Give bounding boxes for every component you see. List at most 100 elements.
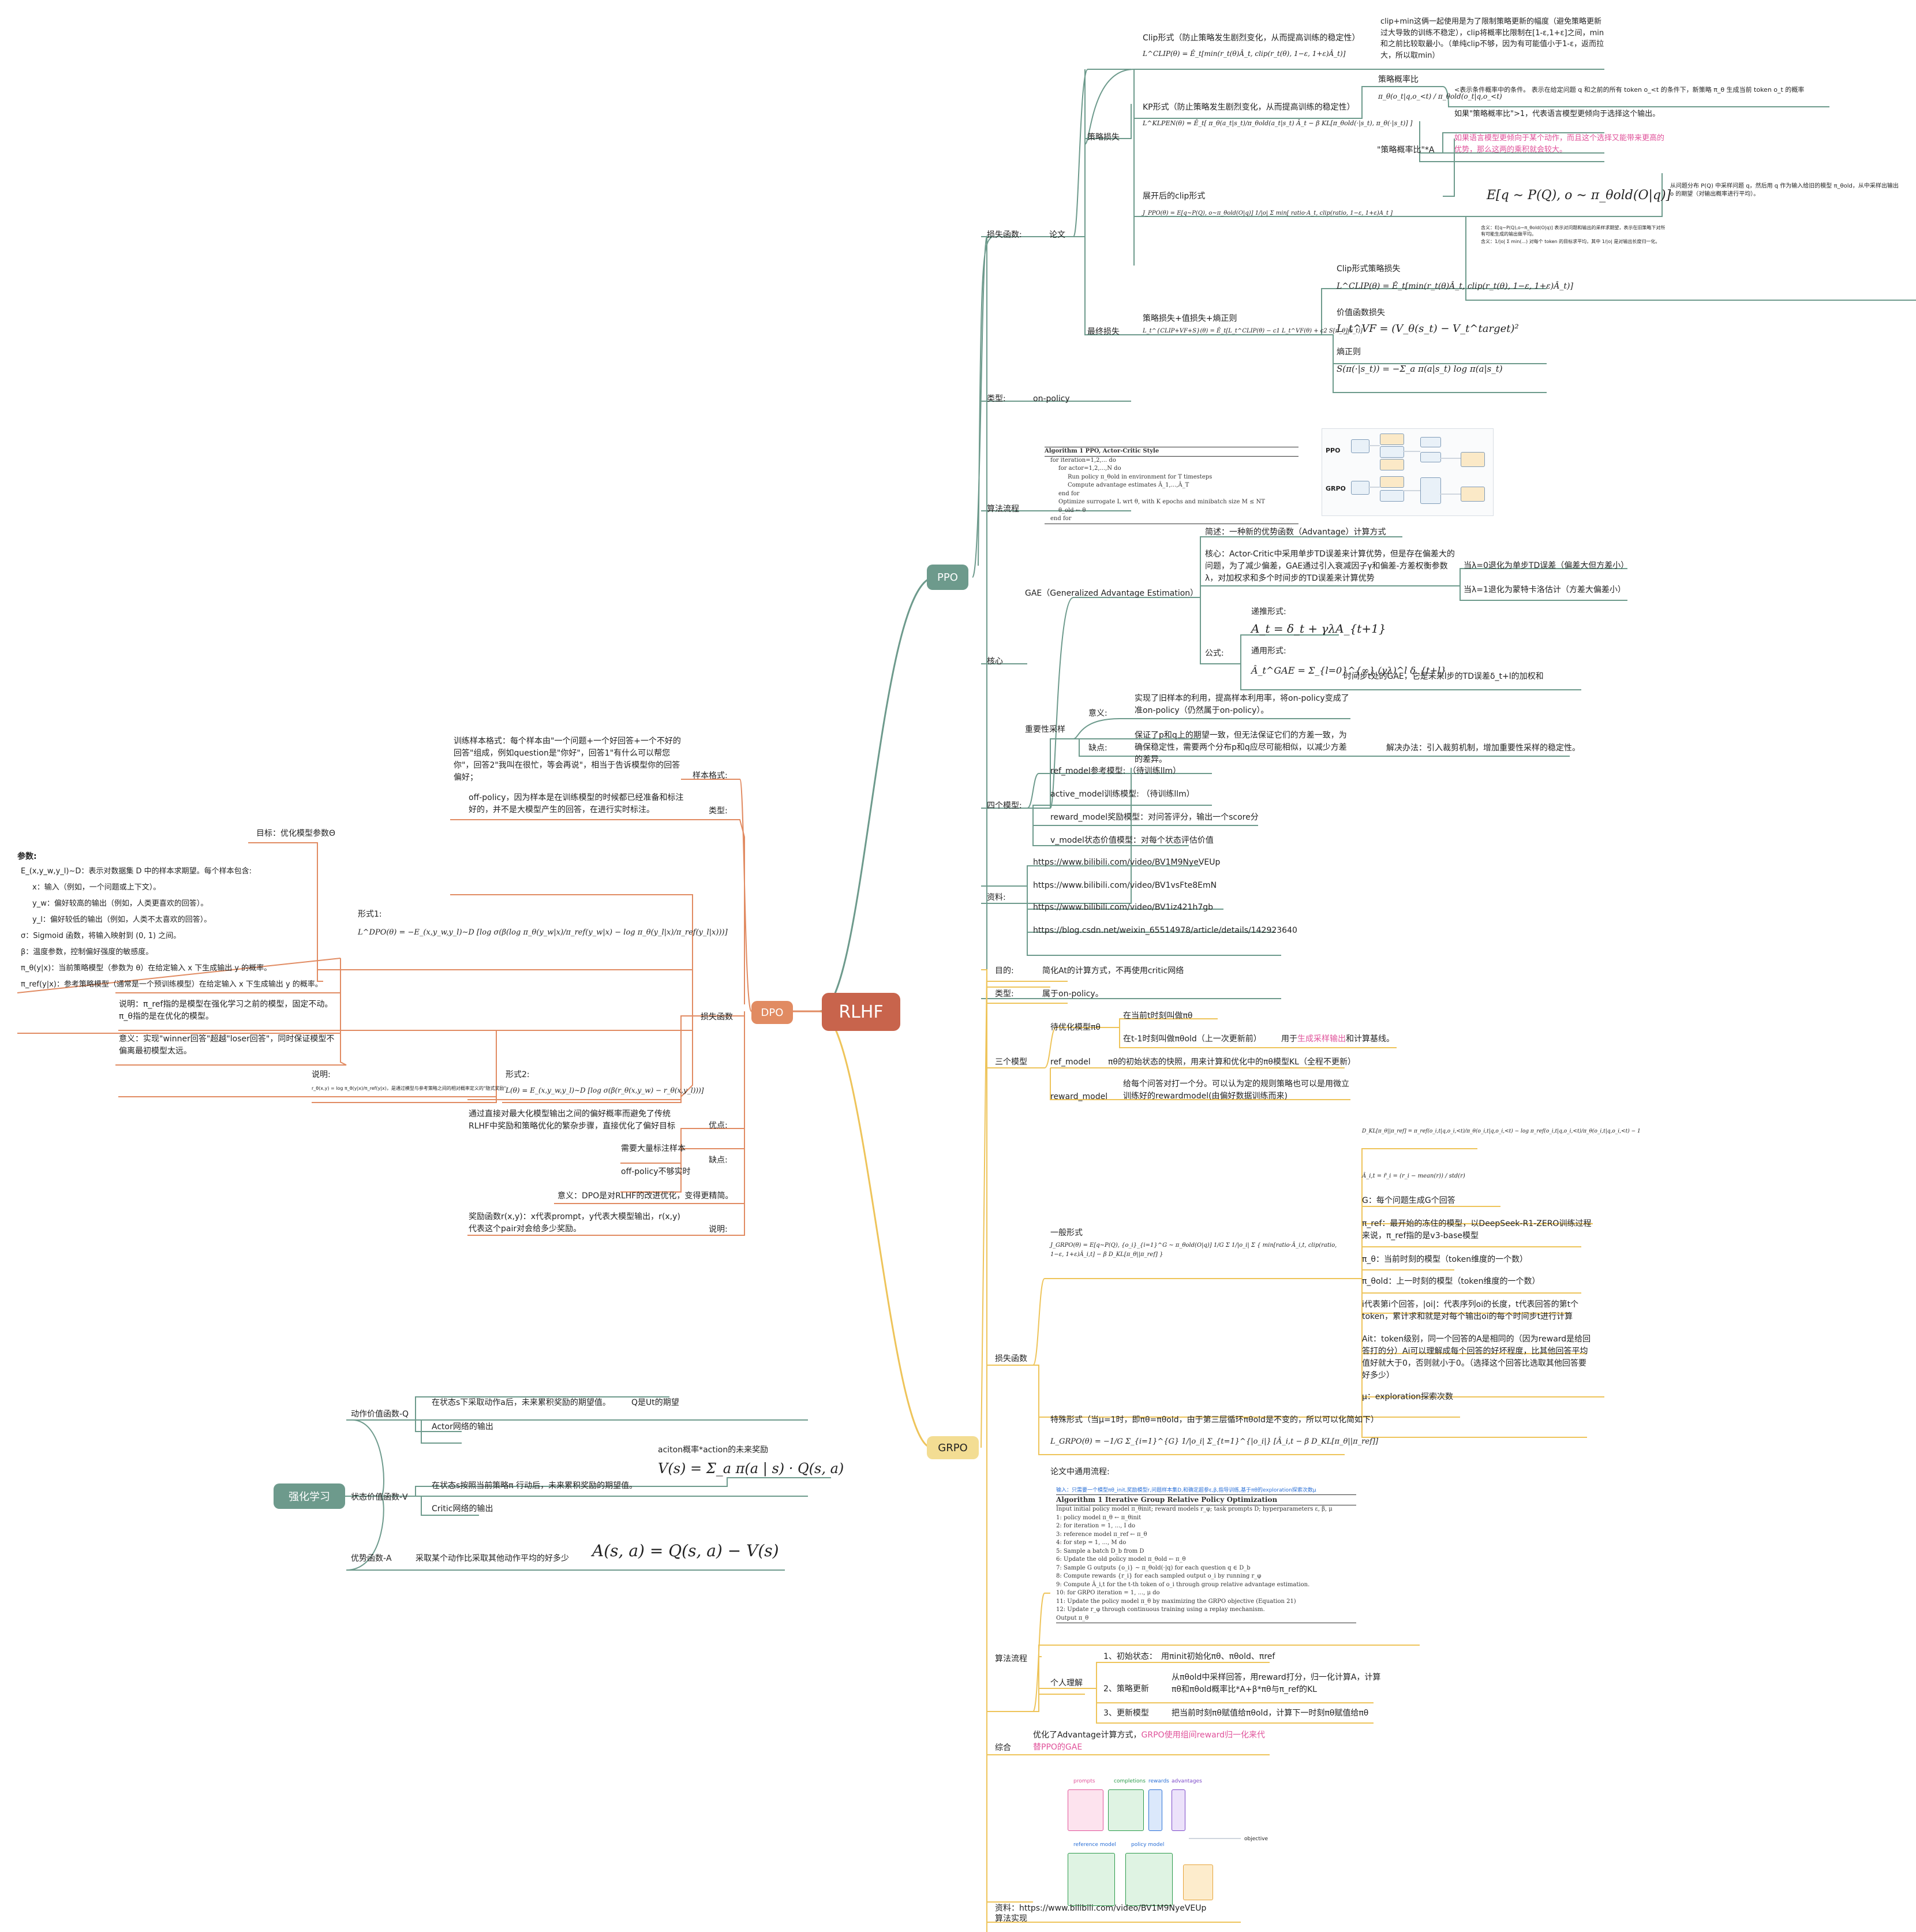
- grpo-old: 在t-1时刻叫做πθold（上一次更新前）: [1123, 1034, 1262, 1044]
- rl-v-formula: V(s) = Σ_a π(a | s) · Q(s, a): [658, 1460, 844, 1477]
- ppo-expect-formula: E[q ∼ P(Q), o ∼ π_θold(O|q)]: [1487, 188, 1671, 203]
- ppo-clip-loss-label: Clip形式策略损失: [1337, 264, 1401, 274]
- grpo-algo-line: 1: policy model π_θ ← π_θinit: [1056, 1514, 1142, 1521]
- ppo-expect-note: 从问题分布 P(Q) 中采样问题 q，然后用 q 作为输入给旧的模型 π_θol…: [1670, 183, 1899, 197]
- ppo-clip-title: Clip形式（防止策略发生剧烈变化，从而提高训练的稳定性）: [1143, 33, 1360, 43]
- ppo-ref-link[interactable]: https://www.bilibili.com/video/BV1vsFte8…: [1033, 881, 1217, 890]
- ppo-algo-line: θ_old ← θ: [1058, 507, 1086, 514]
- ppo-general-label: 通用形式:: [1251, 647, 1286, 656]
- fig-box: [1351, 481, 1369, 495]
- dpo-note: 奖励函数r(x,y)：x代表prompt，y代表大模型输出，r(x,y)代表这个…: [469, 1212, 680, 1234]
- ppo-algo-box: Algorithm 1 PPO, Actor-Critic Style for …: [1045, 447, 1298, 524]
- grpo-general-label: 一般形式: [1050, 1228, 1083, 1238]
- dpo-param-item: y_l：偏好较低的输出（例如，人类不太喜欢的回答）。: [32, 915, 212, 924]
- impl-fig-label: policy model: [1131, 1842, 1165, 1848]
- grpo-algo-line: Algorithm 1 Iterative Group Relative Pol…: [1056, 1494, 1356, 1506]
- ppo-ratio-note1: <表示条件概率中的条件。 表示在给定问题 q 和之前的所有 token o_<t…: [1454, 86, 1805, 94]
- grpo-three-label: 三个模型: [995, 1057, 1027, 1067]
- rl-node[interactable]: 强化学习: [274, 1483, 345, 1509]
- rl-v-label: 状态价值函数-V: [351, 1493, 408, 1502]
- ppo-ratio-note2: 如果"策略概率比">1，代表语言模型更倾向于选择这个输出。: [1454, 110, 1660, 118]
- dpo-type-text: off-policy，因为样本是在训练模型的时候都已经准备和标注好的，并不是大模…: [469, 793, 684, 814]
- dpo-explain2-label: 说明:: [312, 1070, 331, 1079]
- dpo-pros-label: 优点:: [709, 1121, 728, 1130]
- dpo-cons-label: 缺点:: [709, 1156, 728, 1165]
- grpo-reward-text: 给每个问答对打一个分。可以认为定的规则策略也可以是用微立训练好的rewardmo…: [1123, 1079, 1349, 1101]
- impl-fig-label: rewards: [1148, 1778, 1169, 1784]
- rl-v-critic: Critic网络的输出: [432, 1504, 493, 1514]
- fig-box: [1420, 477, 1441, 504]
- grpo-item: π_θold：上一时刻的模型（token维度的一个数）: [1362, 1277, 1540, 1286]
- ppo-ratio-label: 策略概率比: [1378, 75, 1419, 84]
- ppo-model-item: ref_model参考模型: （待训练llm）: [1050, 767, 1181, 776]
- dpo-explain1: 说明：π_ref指的是模型在强化学习之前的模型，固定不动。π_θ指的是在优化的模…: [119, 1000, 333, 1021]
- fig-ppo-label: PPO: [1326, 447, 1341, 454]
- ppo-combo-title: 策略损失+值损失+熵正则: [1143, 314, 1237, 323]
- ppo-algo-line: for iteration=1,2,... do: [1050, 457, 1116, 464]
- grpo-adv-formula: Â_i,t = r̃_i = (r_i − mean(r)) / std(r): [1362, 1173, 1465, 1179]
- grpo-refs[interactable]: 资料：https://www.bilibili.com/video/BV1M9N…: [995, 1904, 1207, 1913]
- dpo-meaning2: 意义：DPO是对RLHF的改进优化，变得更精简。: [557, 1191, 734, 1201]
- ppo-algo-label: 算法流程: [987, 505, 1019, 514]
- fig-line: [1440, 494, 1461, 495]
- grpo-item: G：每个问题生成G个回答: [1362, 1196, 1455, 1205]
- grpo-algo-line: 12: Update r_φ through continuous traini…: [1056, 1606, 1265, 1613]
- ppo-entropy-label: 熵正则: [1337, 347, 1361, 357]
- impl-policy-block: [1125, 1853, 1173, 1906]
- ppo-ref-link[interactable]: https://www.bilibili.com/video/BV1iz421h…: [1033, 903, 1214, 912]
- grpo-node[interactable]: GRPO: [927, 1436, 979, 1459]
- root-node[interactable]: RLHF: [822, 993, 900, 1031]
- ppo-ref-link[interactable]: https://www.bilibili.com/video/BV1M9NyeV…: [1033, 858, 1221, 867]
- ppo-general-note: 时间步t处的GAE，它是未来l步的TD误差δ_t+l的加权和: [1344, 672, 1544, 681]
- ppo-ref-link[interactable]: https://blog.csdn.net/weixin_65514978/ar…: [1033, 926, 1297, 935]
- grpo-policy-label: 待优化模型πθ: [1050, 1023, 1101, 1032]
- grpo-general-formula: J_GRPO(θ) = E[q∼P(Q), {o_i}_{i=1}^G ∼ π_…: [1050, 1242, 1337, 1258]
- rl-v-actor-note: aciton概率*action的未来奖励: [658, 1445, 769, 1455]
- grpo-current: 在当前t时刻叫做πθ: [1123, 1011, 1193, 1021]
- ppo-expect-detail2: 含义：1/|o| Σ min(...) 对每个 token 的目标求平均，其中 …: [1481, 239, 1660, 244]
- grpo-ref-text: πθ的初始状态的快照，用来计算和优化中的πθ模型KL（全程不更新）: [1108, 1057, 1356, 1067]
- dpo-type-label: 类型:: [709, 806, 728, 816]
- ppo-gae-intro: 简述：一种新的优势函数（Advantage）计算方式: [1205, 528, 1386, 537]
- dpo-param-item: E_(x,y_w,y_l)∼D：表示对数据集 D 中的样本求期望。每个样本包含:: [21, 867, 252, 876]
- grpo-algo-line: 9: Compute Â_i,t for the t-th token of o…: [1056, 1581, 1310, 1588]
- impl-fig-label: completions: [1114, 1778, 1146, 1784]
- impl-fig-label: prompts: [1073, 1778, 1095, 1784]
- ppo-algo-line: Algorithm 1 PPO, Actor-Critic Style: [1045, 447, 1298, 457]
- dpo-node[interactable]: DPO: [751, 1001, 793, 1024]
- ppo-ratio-a-note: 如果语言模型更倾向于某个动作，而且这个选择又能带来更高的优势，那么这两的乘积就会…: [1454, 134, 1665, 154]
- ppo-model-item: reward_model奖励模型：对问答评分，输出一个score分: [1050, 813, 1259, 822]
- fig-box: [1461, 452, 1485, 467]
- ppo-policy-loss-label: 策略损失: [1087, 133, 1120, 142]
- rl-q-text: 在状态s下采取动作a后，未来累积奖励的期望值。: [432, 1398, 611, 1407]
- fig-box: [1420, 437, 1441, 447]
- grpo-summary: 优化了Advantage计算方式，GRPO使用组间reward归一化来代替PPO…: [1033, 1729, 1270, 1754]
- grpo-special-formula: L_GRPO(θ) = −1/G Σ_{i=1}^{G} 1/|o_i| Σ_{…: [1050, 1437, 1379, 1446]
- rl-a-label: 优势函数-A: [351, 1554, 392, 1563]
- ppo-algo-line: end for: [1058, 490, 1080, 497]
- dpo-form2-label: 形式2:: [506, 1070, 530, 1079]
- ppo-loss-label: 损失函数:: [987, 230, 1022, 240]
- ppo-type-value: on-policy: [1033, 394, 1070, 403]
- grpo-step-text: 用πinit初始化πθ、πθold、πref: [1161, 1652, 1275, 1661]
- ppo-clip-note: clip+min这俩一起使用是为了限制策略更新的幅度（避免策略更新过大导致的训练…: [1380, 17, 1604, 60]
- grpo-personal-label: 个人理解: [1050, 1679, 1083, 1688]
- ppo-recur-label: 递推形式:: [1251, 607, 1286, 616]
- ppo-is-fix: 解决办法：引入裁剪机制，增加重要性采样的稳定性。: [1386, 743, 1580, 753]
- dpo-form1-formula: L^DPO(θ) = −E_(x,y_w,y_l)∼D [log σ(β(log…: [358, 928, 728, 937]
- grpo-ref-label: ref_model: [1050, 1057, 1091, 1067]
- fig-box: [1420, 452, 1441, 462]
- ppo-node[interactable]: PPO: [927, 565, 968, 590]
- ppo-four-models-label: 四个模型:: [987, 801, 1022, 810]
- grpo-algo-line: 11: Update the policy model π_θ by maxim…: [1056, 1598, 1296, 1605]
- ppo-model-item: active_model训练模型: （待训练llm）: [1050, 790, 1195, 799]
- dpo-loss-label: 损失函数: [701, 1012, 733, 1022]
- rl-v-text: 在状态s按照当前策略π 行动后，未来累积奖励的期望值。: [432, 1481, 638, 1490]
- grpo-step-text: 把当前时刻πθ赋值给πθold，计算下一时刻πθ赋值给πθ: [1172, 1709, 1369, 1718]
- fig-box: [1380, 459, 1404, 470]
- dpo-explain2: r_θ(x,y) = log π_θ(y|x)/π_ref(y|x)，是通过模型…: [312, 1086, 507, 1091]
- ppo-is-flaw: 保证了p和q上的期望一致，但无法保证它们的方差一致，为确保稳定性，需要两个分布p…: [1135, 731, 1347, 764]
- ppo-lambda1: 当λ=1退化为蒙特卡洛估计（方差大偏差小）: [1464, 585, 1626, 595]
- ppo-lambda0: 当λ=0退化为单步TD误差（偏差大但方差小）: [1464, 561, 1629, 570]
- grpo-item: Ait：token级别，同一个回答的A是相同的（因为reward是给回答打的分）…: [1362, 1335, 1591, 1380]
